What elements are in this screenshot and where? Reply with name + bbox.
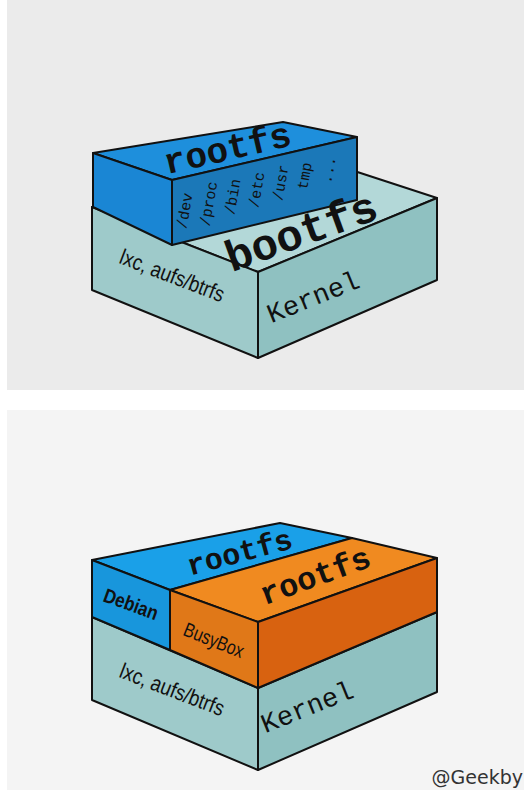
directory-name: /dev: [175, 192, 196, 230]
layer-label: lxc, aufs/btrfs: [117, 246, 228, 306]
busybox-left-face: [170, 590, 258, 688]
rootfs-left-face: [93, 153, 172, 245]
bootfs-block: bootfslxc, aufs/btrfs Kernel: [92, 150, 437, 358]
directory-name: /bin: [223, 178, 244, 216]
watermark: @Geekby: [432, 768, 523, 787]
layer-label: Kernel: [264, 268, 364, 329]
distro-name: Debian: [101, 585, 161, 623]
bottom-panel: [7, 410, 524, 790]
top-panel: [7, 0, 524, 390]
layer-title: bootfs: [220, 186, 384, 282]
directory-name: /proc: [199, 181, 222, 228]
directory-name: /usr: [271, 164, 292, 202]
directory-name: ...: [320, 155, 339, 184]
busybox-rootfs-block: rootfsBusyBox: [170, 538, 437, 688]
directory-name: tmp: [296, 161, 315, 190]
layer-label: Kernel: [258, 678, 358, 739]
directory-name: /etc: [247, 171, 268, 209]
debian-left-face: [92, 560, 170, 650]
layer-title: rootfs: [256, 543, 375, 612]
distro-name: BusyBox: [181, 619, 247, 661]
layer-label: lxc, aufs/btrfs: [117, 660, 228, 720]
kernel-block: lxc, aufs/btrfs Kernel: [92, 612, 437, 770]
